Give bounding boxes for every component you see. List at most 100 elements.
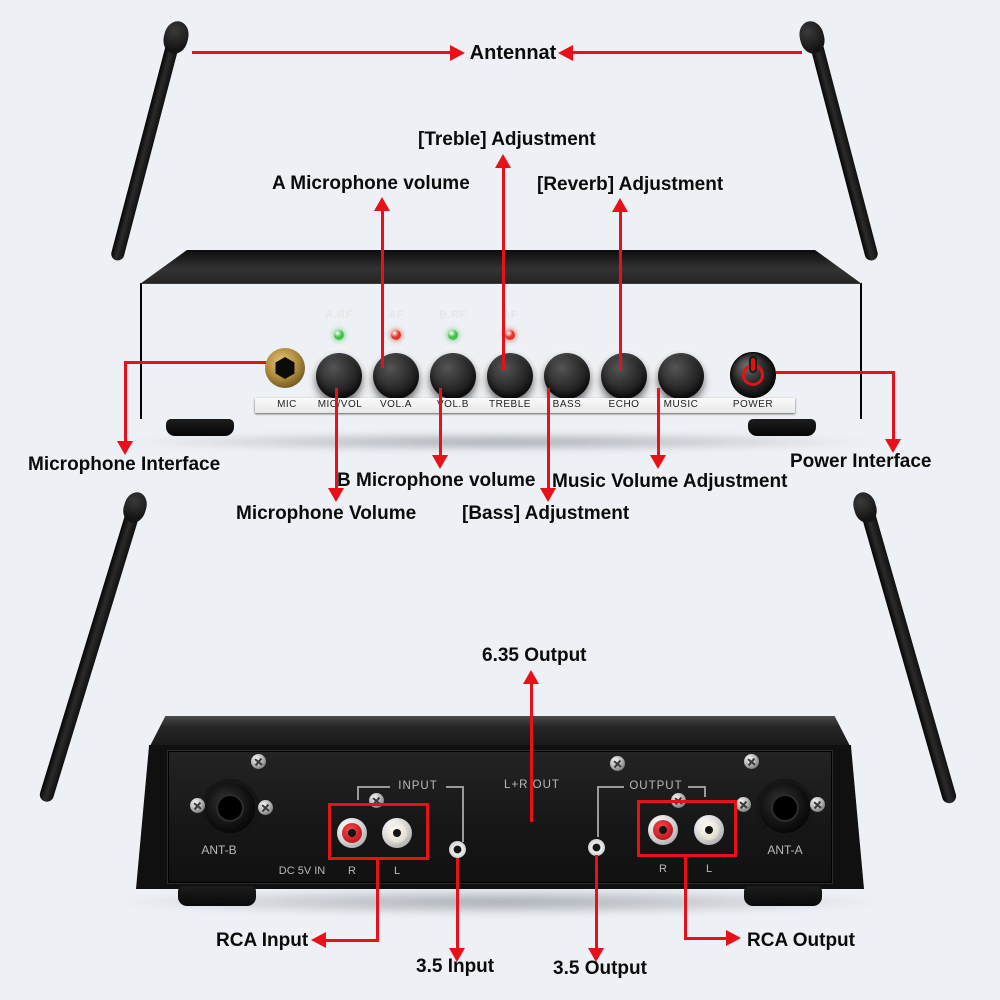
mic-jack-hole — [275, 357, 295, 379]
input-r-label: R — [348, 865, 356, 877]
rca-input-l-jack — [382, 818, 412, 848]
reverb-line — [619, 210, 622, 370]
reverb-arrow — [612, 198, 628, 212]
antennat-arrow-right — [558, 45, 573, 61]
input-bracket — [357, 786, 359, 800]
screw-icon — [744, 754, 759, 769]
ant-b-mount — [201, 779, 259, 837]
music-arrow — [650, 455, 666, 469]
label-3-5-input: 3.5 Input — [416, 956, 495, 977]
label-reverb-adjustment: [Reverb] Adjustment — [537, 174, 724, 195]
led-green — [448, 330, 458, 340]
output-r-label: R — [659, 863, 667, 875]
knob-bass — [544, 353, 590, 399]
music-line — [657, 388, 660, 455]
rca-output-r-jack — [648, 815, 678, 845]
label-rca-input: RCA Input — [216, 930, 309, 951]
screw-icon — [736, 797, 751, 812]
strip-label-treble: TREBLE — [489, 399, 531, 410]
out-635-arrow — [523, 670, 539, 684]
screw-icon — [258, 800, 273, 815]
rca-input-arrow — [311, 932, 326, 948]
ant-b-connector — [216, 794, 244, 822]
out-35-arrow — [588, 948, 604, 962]
label-music-volume-adjustment: Music Volume Adjustment — [552, 471, 788, 492]
front-unit-foot-right — [748, 419, 816, 436]
knob-treble — [487, 353, 533, 399]
antennat-line-right — [573, 51, 802, 54]
bass-line — [547, 388, 550, 488]
rca-hole — [393, 829, 401, 837]
strip-label-mic-vol: MIC/VOL — [317, 399, 363, 410]
mic-volume-arrow — [328, 488, 344, 502]
ant-b-label: ANT-B — [201, 843, 237, 857]
dc-5v-in-label: DC 5V IN — [278, 865, 326, 877]
rca-output-line-v — [684, 857, 687, 940]
knobs — [316, 353, 704, 399]
mic-volume-line — [335, 388, 338, 488]
strip-label-power: POWER — [732, 399, 774, 410]
antennat-line-left — [192, 51, 450, 54]
receiver-rear-unit: ANT-B DC 5V IN INPUT R L L+R OUT OUTPUT … — [0, 480, 1000, 1000]
label-bass-adjustment: [Bass] Adjustment — [462, 503, 630, 524]
screw-icon — [810, 797, 825, 812]
output-bracket — [704, 786, 706, 797]
output-bracket — [597, 786, 624, 788]
rear-unit-foot-left — [178, 886, 256, 906]
label-6-35-output: 6.35 Output — [482, 645, 587, 666]
rca-output-arrow — [726, 930, 741, 946]
led-red — [391, 330, 401, 340]
front-unit-foot-left — [166, 419, 234, 436]
rca-hole — [348, 829, 356, 837]
rca-input-line-v — [376, 860, 379, 942]
led-red — [505, 330, 515, 340]
label-microphone-interface: Microphone Interface — [28, 454, 221, 475]
front-unit-top-face — [140, 250, 862, 284]
screw-icon — [190, 798, 205, 813]
indicator-label-arf: A.RF — [325, 309, 353, 321]
aux-input-3-5-jack — [449, 841, 466, 858]
power-interface-line-h — [776, 371, 895, 374]
led-green — [334, 330, 344, 340]
rca-hole — [659, 826, 667, 834]
rca-input-r-jack — [337, 818, 367, 848]
label-treble-adjustment: [Treble] Adjustment — [418, 129, 596, 150]
rear-panel — [168, 751, 832, 883]
knob-music — [658, 353, 704, 399]
indicator-label-brf: B.RF — [439, 309, 467, 321]
treble-arrow — [495, 154, 511, 168]
label-power-interface: Power Interface — [790, 451, 932, 472]
input-group-label: INPUT — [398, 780, 438, 792]
strip-label-vol-a: VOL.A — [380, 399, 412, 410]
label-rca-output: RCA Output — [747, 930, 855, 951]
rear-unit-top-face — [150, 716, 850, 746]
power-button — [730, 352, 776, 398]
rca-input-highlight-box — [328, 803, 429, 860]
rca-output-l-jack — [694, 815, 724, 845]
ant-a-connector — [771, 794, 799, 822]
rca-input-line-h — [326, 939, 379, 942]
rear-unit-shadow — [110, 888, 890, 916]
mic-interface-line-v — [124, 361, 127, 441]
rca-output-highlight-box — [637, 800, 737, 857]
aux-output-3-5-jack — [588, 839, 605, 856]
power-icon-bar — [751, 358, 755, 371]
out-635-line — [530, 682, 533, 822]
treble-line — [502, 166, 505, 370]
a-mic-arrow — [374, 197, 390, 211]
strip-label-echo: ECHO — [608, 399, 640, 410]
a-mic-line — [381, 209, 384, 368]
input-bracket — [462, 786, 464, 842]
output-bracket — [597, 786, 599, 837]
mic-interface-arrow — [117, 441, 133, 455]
input-bracket — [446, 786, 464, 788]
output-group-label: OUTPUT — [629, 780, 683, 792]
rca-output-line-h — [684, 937, 726, 940]
indicator-label-af: AF — [388, 309, 404, 321]
knob-vol-b — [430, 353, 476, 399]
screw-icon — [251, 754, 266, 769]
